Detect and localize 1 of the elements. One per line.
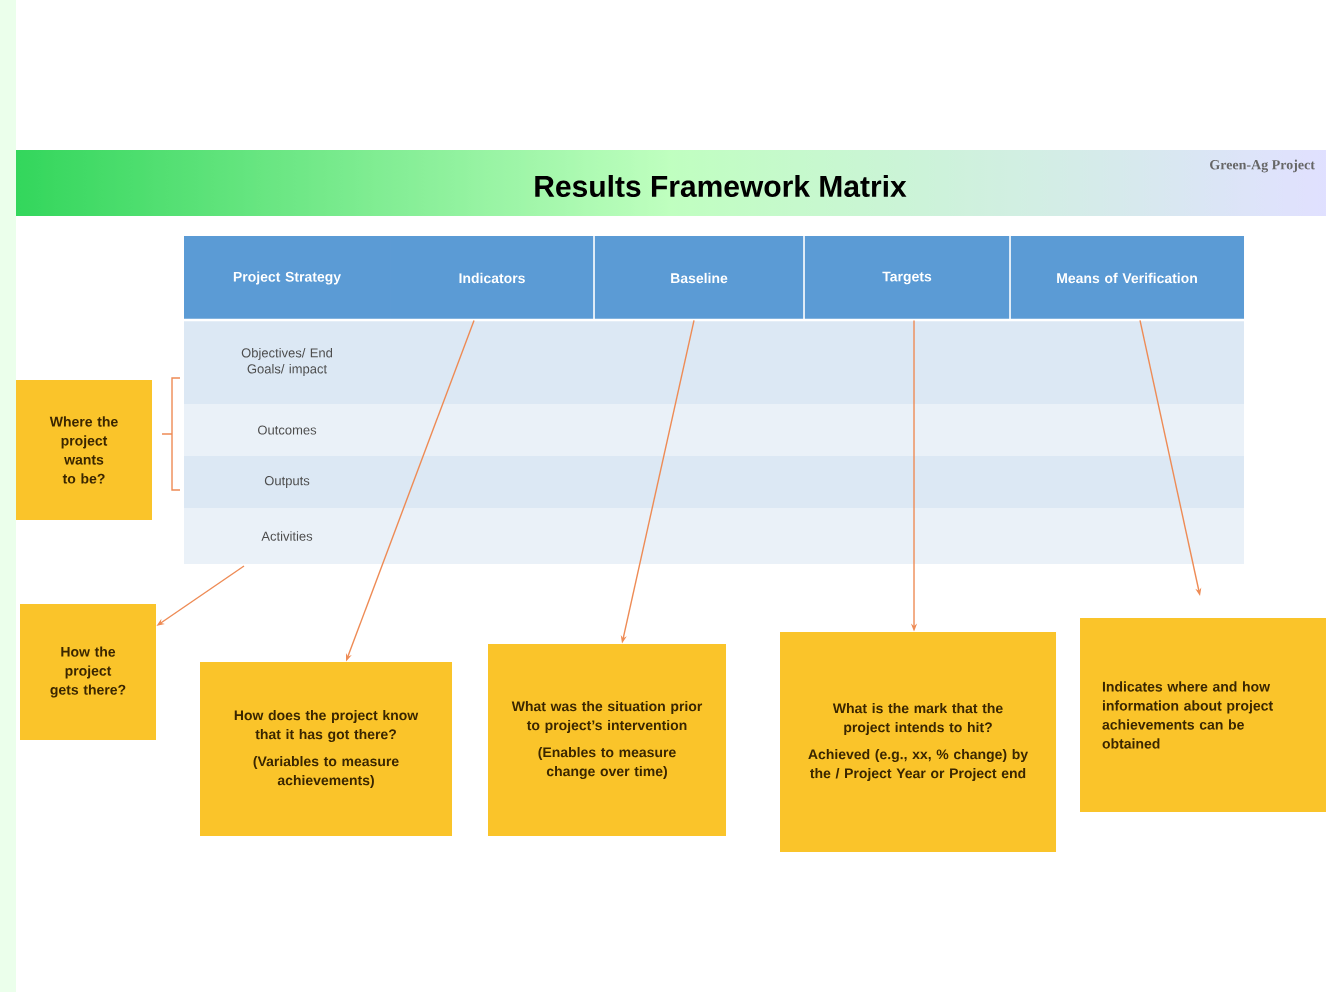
diagram-title: Results Framework Matrix bbox=[535, 174, 907, 197]
